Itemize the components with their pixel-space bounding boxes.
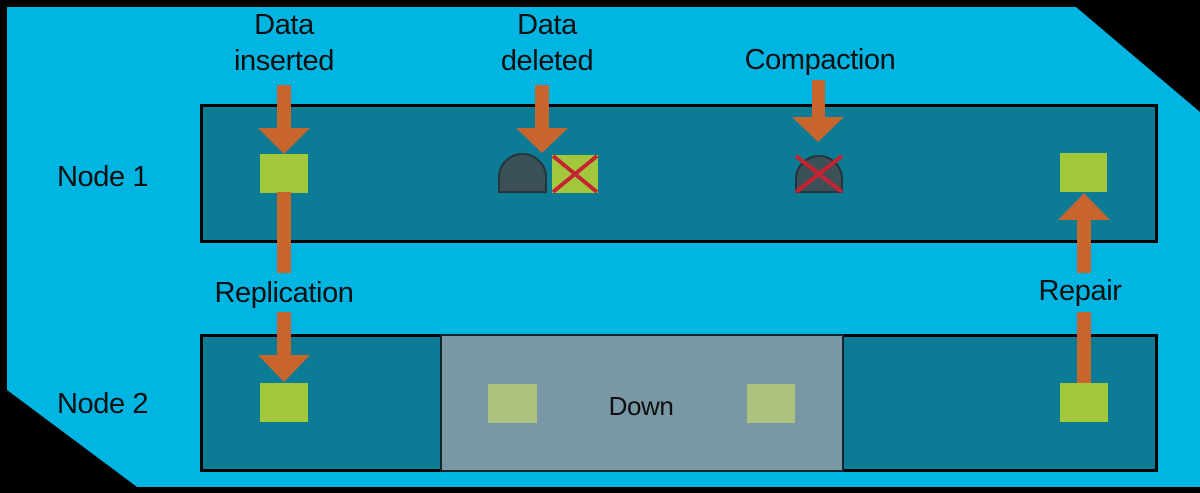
node1-label: Node 1 bbox=[57, 161, 149, 193]
data-cell-node2-left bbox=[260, 383, 308, 422]
repair-arrow-shaft-lower bbox=[1077, 312, 1091, 383]
replication-label: Replication bbox=[214, 277, 354, 309]
red-x-icon bbox=[551, 154, 599, 194]
node2-label: Node 2 bbox=[57, 388, 149, 420]
replication-arrow-shaft-upper bbox=[277, 192, 291, 273]
red-x-icon bbox=[794, 154, 844, 194]
replication-arrow-shaft-lower bbox=[277, 312, 291, 356]
data-cell-node1-left bbox=[260, 154, 308, 193]
data-inserted-arrow-shaft bbox=[277, 85, 291, 129]
deleted-data-cell bbox=[551, 154, 599, 194]
unavailable-data-cell-right bbox=[747, 384, 795, 423]
compaction-label: Compaction bbox=[744, 44, 896, 76]
data-inserted-label: Data inserted bbox=[234, 9, 334, 77]
down-label: Down bbox=[608, 391, 674, 421]
node1-bar bbox=[200, 104, 1158, 243]
repair-arrow-shaft-upper bbox=[1077, 219, 1091, 273]
compaction-arrow-shaft bbox=[812, 80, 825, 118]
data-cell-node1-right bbox=[1060, 153, 1107, 192]
unavailable-data-cell-left bbox=[488, 384, 537, 423]
data-cell-node2-right bbox=[1060, 383, 1108, 422]
tombstone-icon bbox=[498, 153, 547, 193]
data-deleted-arrow-shaft bbox=[535, 85, 549, 129]
data-deleted-label: Data deleted bbox=[500, 9, 594, 77]
repair-label: Repair bbox=[1038, 275, 1122, 307]
